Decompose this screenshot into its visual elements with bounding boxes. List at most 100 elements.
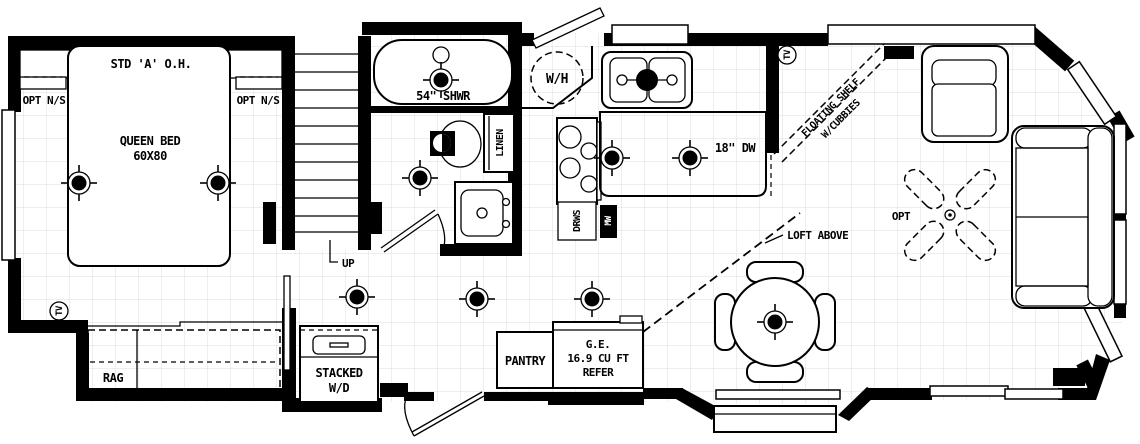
bath-vanity xyxy=(454,181,514,245)
loft-label: LOFT ABOVE xyxy=(787,229,848,242)
sofa xyxy=(1011,125,1115,309)
sofa-armrest-top xyxy=(1015,127,1093,149)
shower-label: 54" SHWR xyxy=(416,89,471,103)
stair-floor xyxy=(295,36,358,250)
wall-shower-base xyxy=(362,106,512,113)
pantry: PANTRY xyxy=(496,331,554,389)
queen-bed xyxy=(67,45,231,267)
dining-set xyxy=(714,261,836,383)
stacked-wd-label-1: STACKED xyxy=(315,366,362,380)
microwave-label: MW xyxy=(604,215,614,226)
wd-handle xyxy=(329,342,349,348)
wall-left-upper xyxy=(8,36,21,112)
stacked-washer-dryer: STACKED W/D xyxy=(299,325,379,403)
refrigerator-label-3: REFER xyxy=(583,366,614,379)
window-bottom-1 xyxy=(929,385,1009,397)
water-heater-label: W/H xyxy=(546,72,568,87)
bath-door xyxy=(380,209,446,253)
shower-head xyxy=(432,46,450,64)
kitchen-drawers: DRWS xyxy=(557,201,597,241)
wh-closet-wall xyxy=(520,46,593,109)
shower xyxy=(373,39,513,105)
refrigerator: G.E. 16.9 CU FT REFER xyxy=(552,315,644,389)
patio-door-opening xyxy=(715,389,841,400)
nightstand-left xyxy=(19,76,67,90)
wardrobe-outline xyxy=(87,329,281,395)
wall-diag-top-right xyxy=(1025,26,1075,72)
wall-stub-living xyxy=(884,46,914,59)
entry-door-bottom xyxy=(404,391,485,437)
porch-step xyxy=(713,405,837,433)
linen-label: LINEN xyxy=(495,129,506,157)
bathroom: 54" SHWR LINEN xyxy=(373,39,515,253)
wall-bedroom-step xyxy=(76,333,89,400)
wall-bottom-e xyxy=(866,388,932,400)
tv-living-label: TV xyxy=(783,49,793,60)
armchair xyxy=(921,45,1009,143)
window-kitchen-sink xyxy=(611,24,689,45)
wall-diag-bottom-right-2 xyxy=(1076,359,1100,389)
pantry-label: PANTRY xyxy=(505,354,547,368)
wall-bottom-d xyxy=(643,388,683,399)
tv-symbol-bedroom: TV xyxy=(49,301,69,321)
nightstand-left-label: OPT N/S xyxy=(23,94,66,107)
refrigerator-label-1: G.E. xyxy=(586,338,611,351)
staircase: UP xyxy=(295,36,376,316)
wardrobe-label: RAG xyxy=(103,371,123,385)
ceiling-fan-label: OPT xyxy=(892,210,911,223)
refrigerator-label-2: 16.9 CU FT xyxy=(567,352,629,365)
wall-bottom-refer xyxy=(548,392,644,405)
wall-bottom-b xyxy=(404,392,434,401)
wall-bath-bottom xyxy=(440,244,522,256)
dishwasher-label: 18" DW xyxy=(715,141,757,155)
wall-corner-bottom-right xyxy=(1084,354,1110,400)
kitchen-sink xyxy=(601,51,693,109)
stairs-up-label: UP xyxy=(342,257,355,270)
wall-stair-right xyxy=(358,36,371,250)
window-bedroom-left xyxy=(1,109,16,261)
entry-door-top xyxy=(531,7,605,49)
water-heater xyxy=(530,51,584,105)
wardrobe: RAG xyxy=(87,321,283,395)
nightstand-right-label: OPT N/S xyxy=(237,94,280,107)
loft-boundary: LOFT ABOVE xyxy=(642,212,849,333)
toilet xyxy=(430,120,482,168)
tv-bedroom-label: TV xyxy=(55,305,65,316)
wall-left-lower xyxy=(8,258,21,324)
kitchen: W/H DRWS xyxy=(404,7,772,437)
stair-treads xyxy=(295,53,358,233)
bed-label-2: 60X80 xyxy=(133,149,167,163)
wall-bottom-c xyxy=(484,392,550,401)
window-bottom-2 xyxy=(1004,388,1064,400)
microwave: MW xyxy=(600,205,617,238)
wall-bottom-a xyxy=(380,383,408,397)
wall-right-low xyxy=(1114,302,1126,318)
wall-jamb-bedroom xyxy=(263,202,276,244)
stacked-wd-label-2: W/D xyxy=(329,381,349,395)
bedroom: STD 'A' O.H. OPT N/S OPT N/S QUEEN BED 6… xyxy=(19,45,291,395)
wall-bedroom-bottom xyxy=(8,320,88,333)
ceiling-fan: OPT xyxy=(892,168,997,262)
wall-jamb-bath xyxy=(370,202,382,234)
tv-symbol-living: TV xyxy=(777,45,797,65)
nightstand-right xyxy=(235,76,283,90)
wall-kitchen-living xyxy=(766,46,779,153)
range-stove xyxy=(556,117,602,205)
bed-label-1: QUEEN BED xyxy=(120,134,181,148)
window-living-top xyxy=(827,24,1036,45)
window-right-2 xyxy=(1113,219,1127,305)
wall-closet-bottom xyxy=(76,388,296,401)
wall-top-bath xyxy=(362,22,520,35)
kitchen-counter xyxy=(599,111,767,197)
wall-bottom-f xyxy=(1058,388,1088,400)
linen-closet: LINEN xyxy=(483,113,515,173)
sofa-back xyxy=(1087,127,1113,307)
windows xyxy=(1,24,1127,400)
wall-block-sofa xyxy=(1053,368,1085,386)
wall-top-kitchen-stub xyxy=(520,33,534,46)
overhead-cabinet-label: STD 'A' O.H. xyxy=(111,57,192,71)
wall-diag-entry xyxy=(676,388,719,420)
